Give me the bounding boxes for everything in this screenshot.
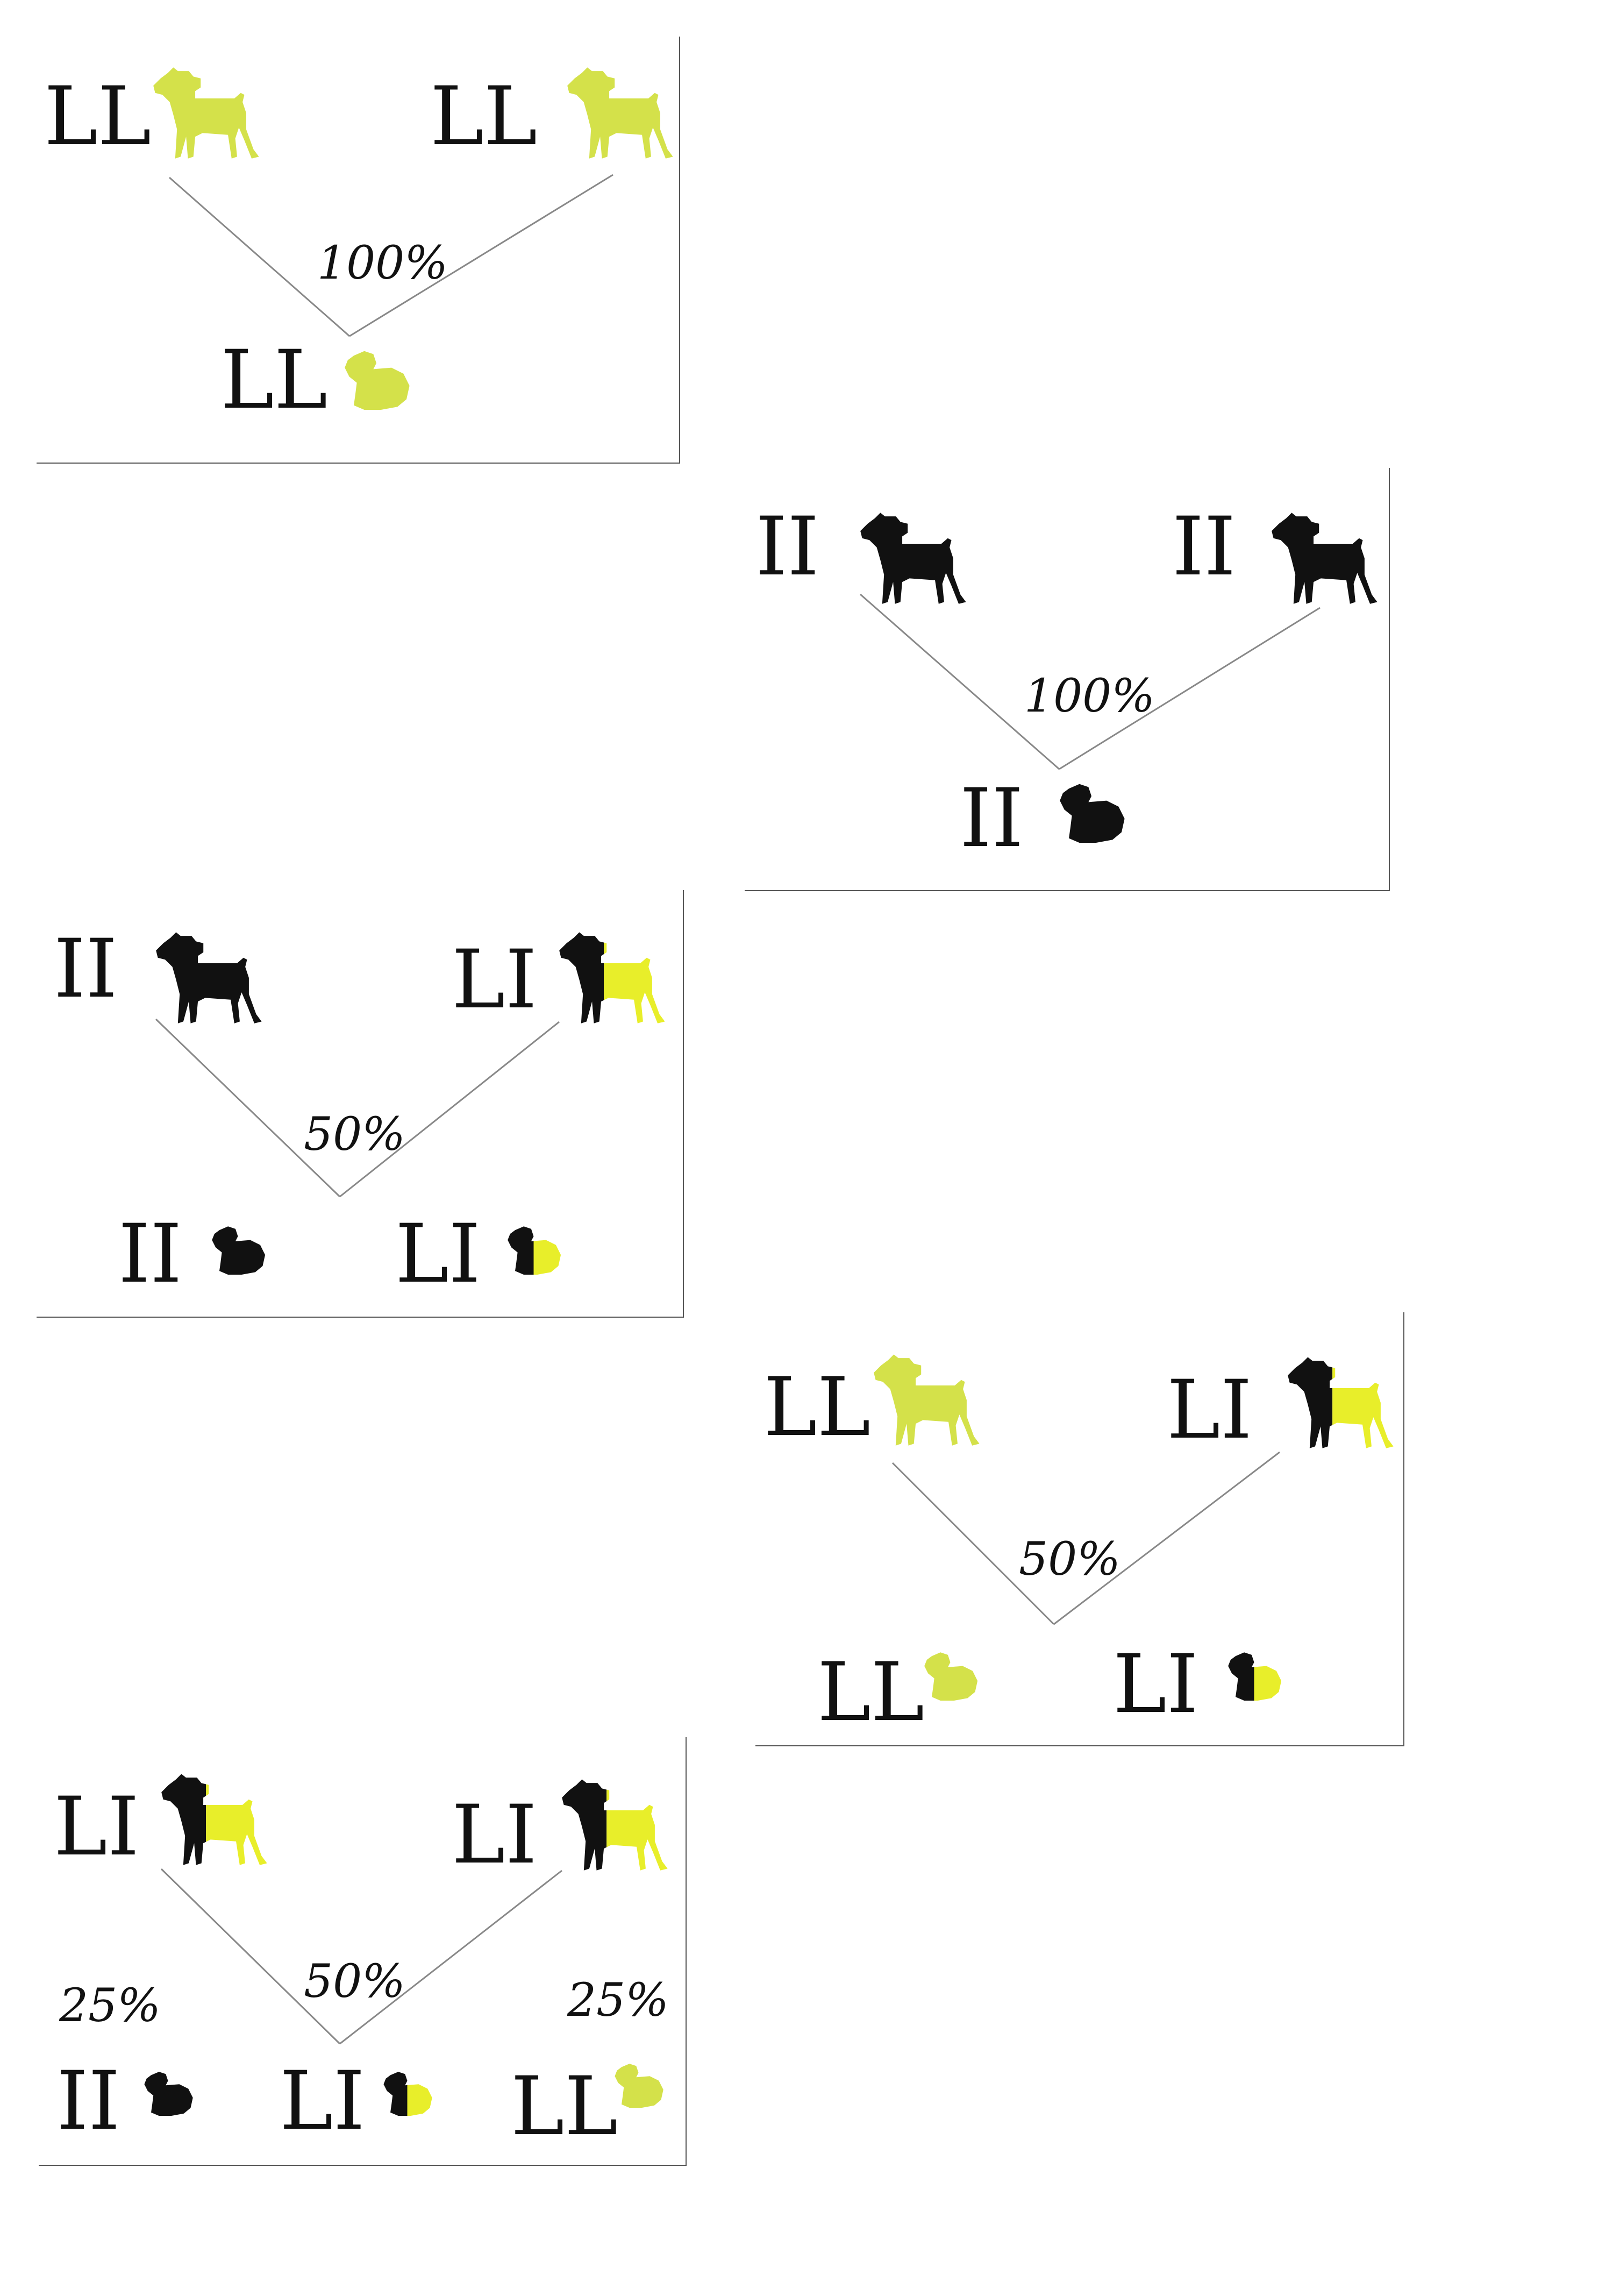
cross-panel — [37, 37, 680, 464]
parent1-genotype: II — [755, 500, 819, 594]
center-percentage: 50% — [1019, 1533, 1120, 1586]
puppy-icon — [508, 1226, 561, 1275]
offspring-genotype: LI — [395, 1207, 481, 1301]
cross-line-left — [891, 1462, 1055, 1625]
cross-line-left — [169, 176, 350, 337]
parent2-genotype: LL — [430, 70, 538, 164]
parent1-genotype: LL — [763, 1361, 871, 1454]
cross-line-right — [349, 174, 613, 337]
offspring-genotype: LL — [511, 2060, 618, 2153]
puppy-icon — [144, 2072, 193, 2116]
cross-line-left — [160, 1868, 341, 2045]
cross-panel — [37, 890, 684, 1318]
cross-line-right — [1059, 607, 1321, 770]
parent2-dog-icon — [562, 1779, 668, 1871]
puppy-icon — [345, 351, 410, 410]
offspring-genotype: II — [118, 1207, 182, 1301]
cross-line-left — [155, 1018, 341, 1198]
puppy-icon — [1060, 784, 1125, 843]
offspring-genotype: II — [56, 2055, 120, 2148]
cross-line-right — [339, 1021, 560, 1198]
puppy-icon — [212, 1226, 266, 1275]
parent1-dog-icon — [153, 67, 259, 159]
parent1-dog-icon — [860, 513, 966, 604]
puppy-icon — [924, 1652, 978, 1701]
cross-line-right — [1053, 1451, 1280, 1625]
puppy-icon — [615, 2064, 663, 2108]
parent2-genotype: LI — [452, 1788, 537, 1882]
parent2-genotype: II — [1172, 500, 1236, 594]
puppy-icon — [1228, 1652, 1282, 1701]
cross-panel — [755, 1312, 1404, 1746]
parent1-genotype: LI — [54, 1780, 139, 1874]
puppy-icon — [383, 2072, 432, 2116]
parent2-dog-icon — [559, 932, 665, 1023]
center-percentage: 100% — [1024, 670, 1155, 723]
offspring-genotype: LL — [220, 333, 328, 427]
offspring-genotype: LL — [817, 1646, 925, 1739]
parent1-genotype: LL — [44, 70, 152, 164]
parent2-dog-icon — [1288, 1357, 1394, 1448]
side-percentage: 25% — [567, 1974, 669, 2027]
parent1-dog-icon — [161, 1774, 267, 1865]
parent2-genotype: LI — [452, 933, 537, 1027]
parent1-dog-icon — [874, 1354, 980, 1446]
cross-panel — [39, 1737, 687, 2166]
offspring-genotype: LI — [280, 2055, 365, 2148]
center-percentage: 100% — [317, 237, 448, 290]
parent1-dog-icon — [156, 932, 262, 1023]
offspring-genotype: LI — [1113, 1638, 1198, 1731]
parent2-genotype: LI — [1167, 1363, 1252, 1457]
cross-panel — [745, 468, 1390, 891]
offspring-genotype: II — [960, 772, 1024, 865]
parent1-genotype: II — [54, 922, 118, 1016]
cross-line-right — [339, 1870, 562, 2045]
center-percentage: 50% — [304, 1108, 405, 1161]
side-percentage: 25% — [59, 1979, 161, 2032]
cross-line-left — [860, 593, 1060, 770]
center-percentage: 50% — [304, 1955, 405, 2008]
parent2-dog-icon — [1272, 513, 1378, 604]
parent2-dog-icon — [567, 67, 673, 159]
